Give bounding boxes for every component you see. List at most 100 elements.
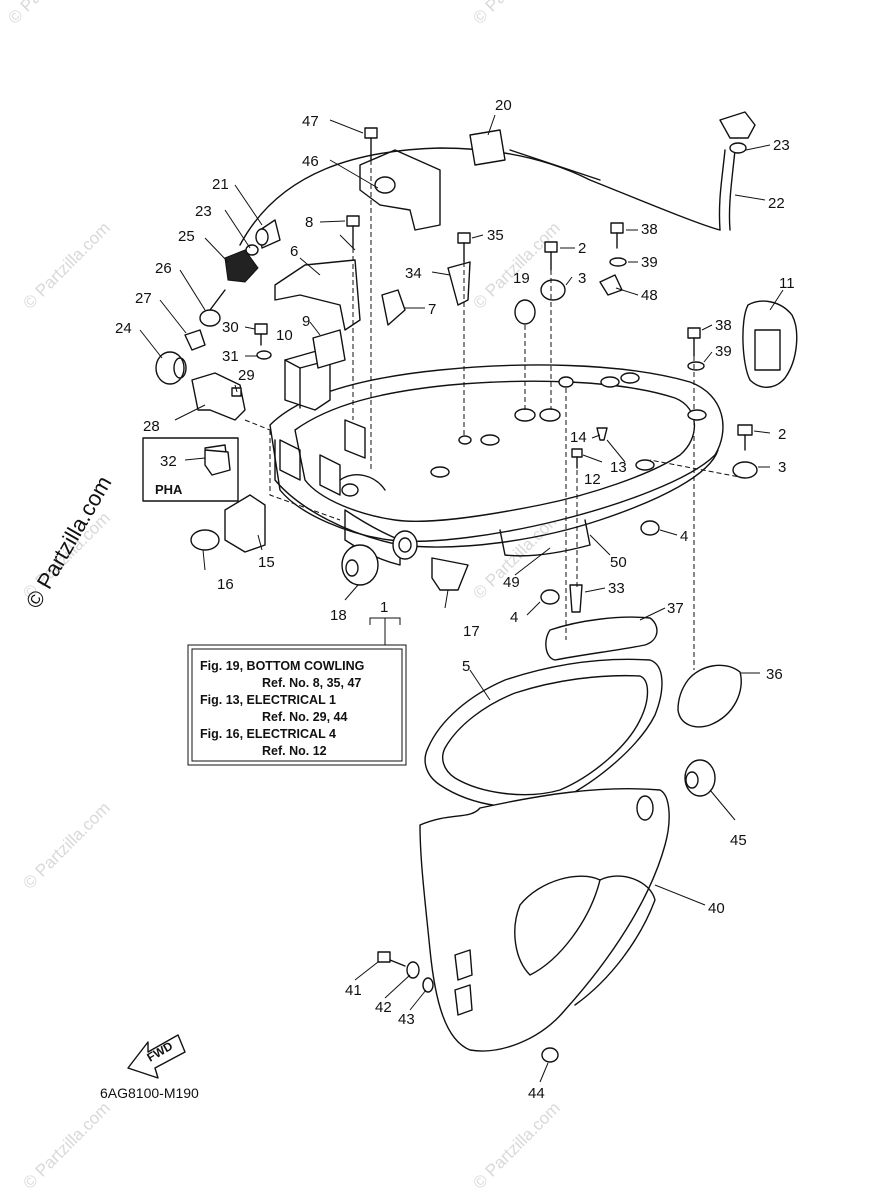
grommet-24	[155, 351, 185, 385]
callout-7: 7	[428, 301, 436, 318]
bracket-46	[359, 149, 441, 231]
callout-33: 33	[608, 580, 625, 597]
callout-31: 31	[222, 348, 239, 365]
callout-39b: 39	[715, 343, 732, 360]
cover-plate-11	[742, 300, 798, 388]
callout-2: 2	[578, 240, 586, 257]
fitting-23-top	[719, 111, 756, 139]
callout-30: 30	[222, 319, 239, 336]
grommet-45	[684, 759, 716, 797]
callout-labels: 1 2 2 3 3 4 4 5 6 7 8 9 10 11 12 13 14 1…	[115, 97, 795, 1102]
part-9	[312, 329, 346, 369]
bottom-cowling-tray	[269, 364, 724, 566]
callout-24: 24	[115, 320, 132, 337]
bracket-6	[274, 259, 361, 331]
ref-line-3: Fig. 13, ELECTRICAL 1	[200, 693, 336, 707]
callout-26: 26	[155, 260, 172, 277]
callout-22: 22	[768, 195, 785, 212]
callout-4: 4	[680, 528, 688, 545]
callout-38: 38	[641, 221, 658, 238]
callout-48: 48	[641, 287, 658, 304]
callout-28: 28	[143, 418, 160, 435]
pha-option-box: PHA	[142, 437, 239, 502]
ref-line-5: Fig. 16, ELECTRICAL 4	[200, 727, 336, 741]
ref-line-1: Fig. 19, BOTTOM COWLING	[200, 659, 364, 673]
bracket-28	[191, 372, 246, 421]
bracket-36	[677, 664, 742, 728]
plug-15	[224, 494, 266, 553]
callout-6: 6	[290, 243, 298, 260]
ref-line-2: Ref. No. 8, 35, 47	[262, 676, 361, 690]
fwd-arrow: FWD	[127, 1034, 186, 1079]
pha-label: PHA	[155, 482, 183, 497]
dashed-guides	[244, 160, 746, 670]
leader-lines	[139, 114, 784, 1083]
callout-37: 37	[667, 600, 684, 617]
callout-3b: 3	[778, 459, 786, 476]
callout-45: 45	[730, 832, 747, 849]
callout-25: 25	[178, 228, 195, 245]
callout-10: 10	[276, 327, 293, 344]
callout-41: 41	[345, 982, 362, 999]
callout-40: 40	[708, 900, 725, 917]
grommet-17	[431, 557, 469, 591]
callout-14: 14	[570, 429, 587, 446]
part-26	[199, 309, 221, 327]
watermark: © Partzilla.com	[4, 0, 98, 28]
drawing-code: 6AG8100-M190	[100, 1085, 199, 1101]
callout-2b: 2	[778, 426, 786, 443]
ref-line-4: Ref. No. 29, 44	[262, 710, 347, 724]
callout-35: 35	[487, 227, 504, 244]
ref-line-6: Ref. No. 12	[262, 744, 327, 758]
callout-12: 12	[584, 471, 601, 488]
callout-27: 27	[135, 290, 152, 307]
seal-gasket	[424, 658, 663, 808]
callout-36: 36	[766, 666, 783, 683]
callout-50: 50	[610, 554, 627, 571]
watermark: © Partzilla.com	[469, 0, 563, 28]
clamp-16	[190, 529, 220, 551]
grommet-18	[341, 544, 379, 586]
callout-8: 8	[305, 214, 313, 231]
callout-9: 9	[302, 313, 310, 330]
watermark: © Partzilla.com	[19, 798, 113, 892]
callout-4b: 4	[510, 609, 518, 626]
callout-44: 44	[528, 1085, 545, 1102]
callout-1: 1	[380, 599, 388, 616]
callout-43: 43	[398, 1011, 415, 1028]
callout-49: 49	[503, 574, 520, 591]
callout-38b: 38	[715, 317, 732, 334]
callout-29: 29	[238, 367, 255, 384]
callout-3: 3	[578, 270, 586, 287]
callout-19: 19	[513, 270, 530, 287]
callout-13: 13	[610, 459, 627, 476]
watermark: © Partzilla.com	[469, 1098, 563, 1192]
hardware	[204, 127, 758, 1063]
bracket-37	[545, 616, 658, 661]
lower-cover	[419, 788, 670, 1052]
watermark: © Partzilla.com	[19, 1098, 113, 1192]
callout-34: 34	[405, 265, 422, 282]
callout-11: 11	[779, 275, 795, 292]
callout-23b: 23	[195, 203, 212, 220]
callout-46: 46	[302, 153, 319, 170]
callout-39: 39	[641, 254, 658, 271]
callout-18: 18	[330, 607, 347, 624]
copyright-side: © Partzilla.com	[21, 472, 117, 613]
callout-17: 17	[463, 623, 480, 640]
callout-47: 47	[302, 113, 319, 130]
callout-23: 23	[773, 137, 790, 154]
callout-42: 42	[375, 999, 392, 1016]
gear-25	[224, 249, 259, 283]
callout-20: 20	[495, 97, 512, 114]
hose-22	[718, 149, 736, 231]
callout-5: 5	[462, 658, 470, 675]
part-27	[184, 329, 206, 351]
callout-21: 21	[212, 176, 229, 193]
reference-box: Fig. 19, BOTTOM COWLING Ref. No. 8, 35, …	[187, 644, 407, 766]
callout-16: 16	[217, 576, 234, 593]
callout-15: 15	[258, 554, 275, 571]
callout-32: 32	[160, 453, 177, 470]
watermark: © Partzilla.com	[19, 218, 113, 312]
